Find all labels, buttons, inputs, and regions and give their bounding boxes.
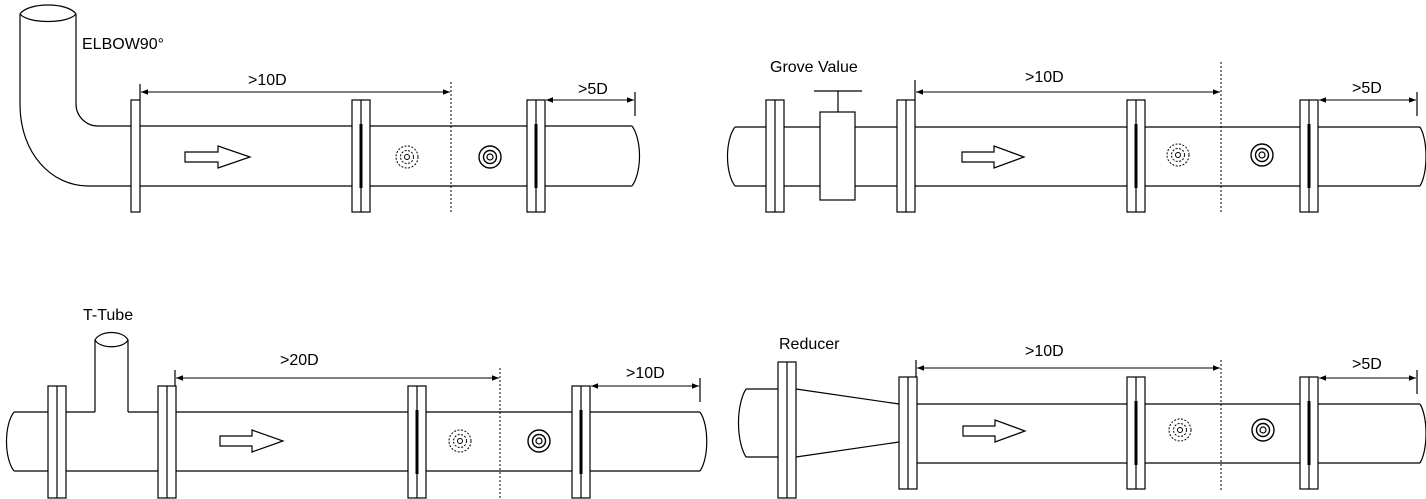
panel-valve: Grove Value >10D >5D <box>726 59 1426 214</box>
fitting-label: T-Tube <box>83 307 133 324</box>
pipe-end-cut <box>1419 403 1426 464</box>
flow-arrow <box>219 429 285 453</box>
valve-flange-2 <box>896 99 916 213</box>
meter-flange-1 <box>1126 99 1146 213</box>
valve-body <box>814 90 862 201</box>
pipe-start-cut <box>726 126 736 187</box>
meter-flange-1 <box>1126 376 1146 490</box>
panel-reducer: Reducer >10D >5D <box>737 336 1426 499</box>
reducer-flange <box>777 361 797 499</box>
reducer-outlet-flange <box>898 376 918 490</box>
panel-elbow: ELBOW90° >10D >5D <box>19 4 641 214</box>
fitting-label: Grove Value <box>770 59 858 76</box>
transducer-dashed <box>395 145 419 169</box>
t-flange-1 <box>47 385 67 499</box>
fitting-label: Reducer <box>779 336 840 353</box>
flow-arrow <box>961 145 1026 169</box>
t-flange-2 <box>157 385 177 499</box>
pipe-end-cut <box>1419 126 1426 187</box>
transducer <box>1250 143 1274 167</box>
flow-arrow <box>184 145 252 169</box>
flow-arrow <box>962 419 1027 443</box>
elbow-pipe-cut <box>19 4 77 23</box>
pipe-end-cut <box>631 125 641 187</box>
reducer-cone <box>795 388 900 458</box>
elbow-pipe-inner <box>75 14 138 127</box>
valve-flange-1 <box>765 99 785 213</box>
downstream-label: >5D <box>1352 356 1382 373</box>
fitting-label: ELBOW90° <box>82 36 164 53</box>
downstream-label: >5D <box>1352 80 1382 97</box>
downstream-label: >10D <box>626 365 665 382</box>
pipe-start-cut <box>737 388 747 458</box>
panel-ttube: T-Tube >20D >10D <box>5 307 708 499</box>
transducer <box>1251 418 1275 442</box>
meter-flange-1 <box>351 99 371 213</box>
transducer-dashed <box>1166 143 1190 167</box>
upstream-label: >10D <box>1025 343 1064 360</box>
transducer <box>527 429 551 453</box>
meter-flange-2 <box>526 99 546 213</box>
upstream-label: >10D <box>1025 69 1064 86</box>
meter-flange-2 <box>571 385 591 499</box>
transducer-dashed <box>1168 418 1192 442</box>
downstream-label: >5D <box>578 81 608 98</box>
meter-flange-1 <box>407 385 427 499</box>
upstream-label: >10D <box>248 72 287 89</box>
pipe-end-cut <box>699 411 708 472</box>
transducer <box>478 145 502 169</box>
upstream-label: >20D <box>280 352 319 369</box>
pipe-start-cut <box>5 411 15 472</box>
transducer-dashed <box>448 429 472 453</box>
meter-flange-2 <box>1299 376 1319 490</box>
meter-flange-2 <box>1299 99 1319 213</box>
elbow-pipe-outer <box>19 14 138 187</box>
elbow-flange <box>130 99 141 213</box>
t-branch-pipe <box>94 331 129 412</box>
